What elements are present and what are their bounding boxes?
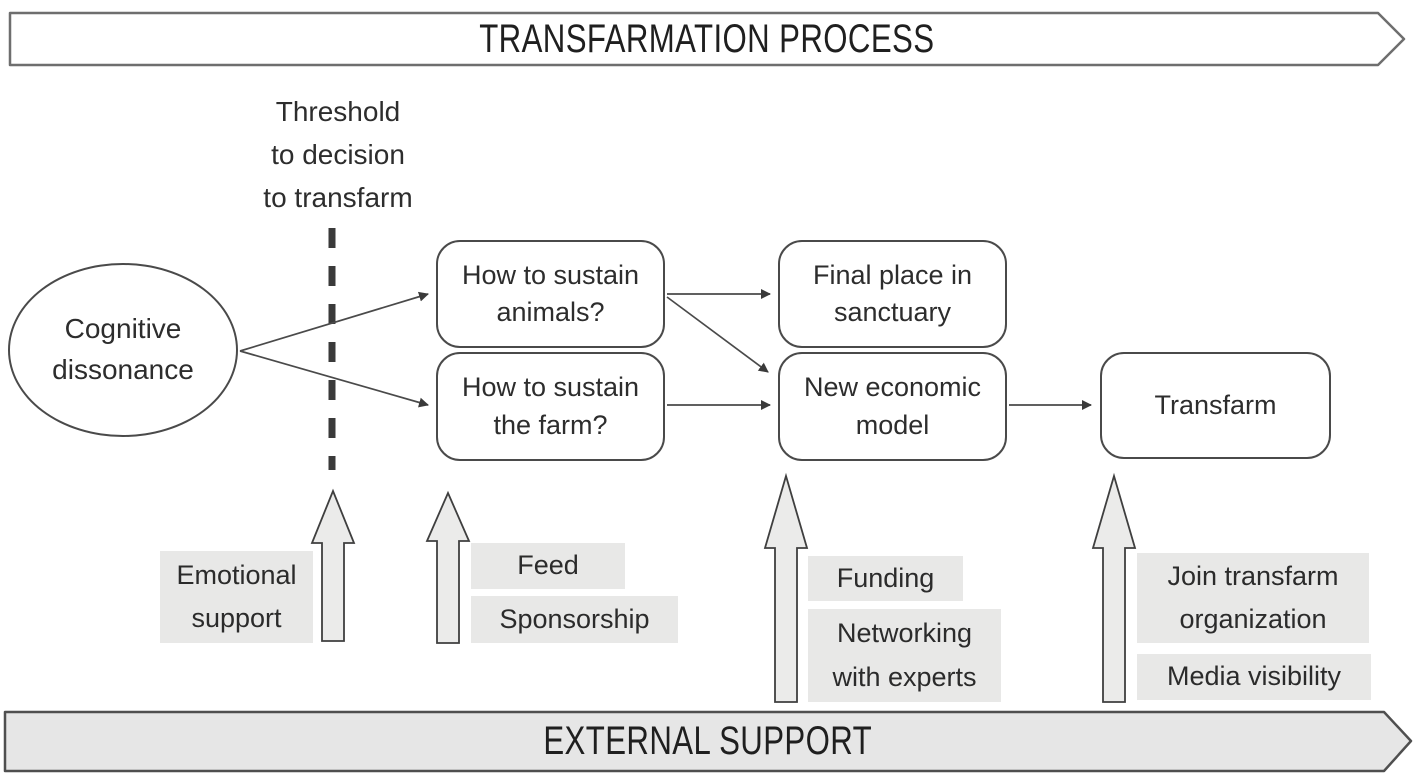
- support-tag-sponsorship-label: Sponsorship: [499, 603, 650, 634]
- support-tag-join-organization-label: Join transfarm organization: [1167, 560, 1339, 634]
- support-tag-media-visibility: Media visibility: [1137, 654, 1371, 700]
- node-how-to-sustain-animals: How to sustain animals?: [436, 240, 665, 348]
- node-new-economic-model-label: New economic model: [803, 372, 982, 440]
- node-cognitive-dissonance: Cognitive dissonance: [8, 263, 238, 437]
- support-tag-join-organization: Join transfarm organization: [1137, 553, 1369, 643]
- threshold-note-line3: to transfarm: [263, 182, 413, 213]
- support-tag-media-visibility-label: Media visibility: [1166, 661, 1342, 692]
- node-how-to-sustain-farm-label: How to sustain the farm?: [461, 372, 640, 440]
- support-tag-emotional: Emotional support: [160, 551, 313, 643]
- edge-dissonance-to-farm: [239, 350, 429, 408]
- node-final-place-in-sanctuary-label: Final place in sanctuary: [812, 259, 973, 327]
- support-arrow-emotional: [310, 488, 356, 642]
- support-tag-funding-label: Funding: [836, 562, 935, 593]
- edge-animals-to-economic: [666, 296, 769, 373]
- external-support-banner-title: EXTERNAL SUPPORT: [5, 712, 1411, 771]
- node-final-place-in-sanctuary: Final place in sanctuary: [778, 240, 1007, 348]
- support-tag-feed-label: Feed: [517, 550, 579, 581]
- support-tag-feed: Feed: [471, 543, 625, 589]
- process-banner-title-text: TRANSFARMATION PROCESS: [479, 16, 935, 61]
- support-arrows: [310, 472, 1137, 703]
- process-banner-shape: [8, 11, 1406, 67]
- node-transfarm: Transfarm: [1100, 352, 1331, 459]
- node-cognitive-dissonance-label: Cognitive dissonance: [52, 313, 194, 385]
- node-how-to-sustain-farm: How to sustain the farm?: [436, 352, 665, 461]
- external-support-banner-title-text: EXTERNAL SUPPORT: [543, 719, 873, 763]
- threshold-note: Threshold to decision to transfarm: [238, 90, 438, 219]
- node-transfarm-label: Transfarm: [1154, 389, 1277, 420]
- support-tag-funding: Funding: [808, 556, 963, 601]
- support-arrow-funding-networking: [763, 472, 809, 703]
- edge-dissonance-to-animals: [239, 291, 429, 352]
- support-tag-sponsorship: Sponsorship: [471, 596, 678, 643]
- support-tag-networking-label: Networking with experts: [832, 618, 977, 692]
- node-new-economic-model: New economic model: [778, 352, 1007, 461]
- node-how-to-sustain-animals-label: How to sustain animals?: [461, 259, 640, 327]
- external-support-banner-shape: [3, 710, 1413, 773]
- connector-arrows: [239, 289, 1092, 410]
- support-tag-emotional-label: Emotional support: [176, 559, 297, 633]
- support-arrow-feed-sponsorship: [425, 490, 471, 644]
- threshold-note-line2: to decision: [271, 139, 405, 170]
- process-banner-title: TRANSFARMATION PROCESS: [10, 13, 1404, 65]
- support-arrow-join-media: [1091, 472, 1137, 703]
- threshold-note-line1: Threshold: [275, 96, 401, 127]
- support-tag-networking: Networking with experts: [808, 609, 1001, 702]
